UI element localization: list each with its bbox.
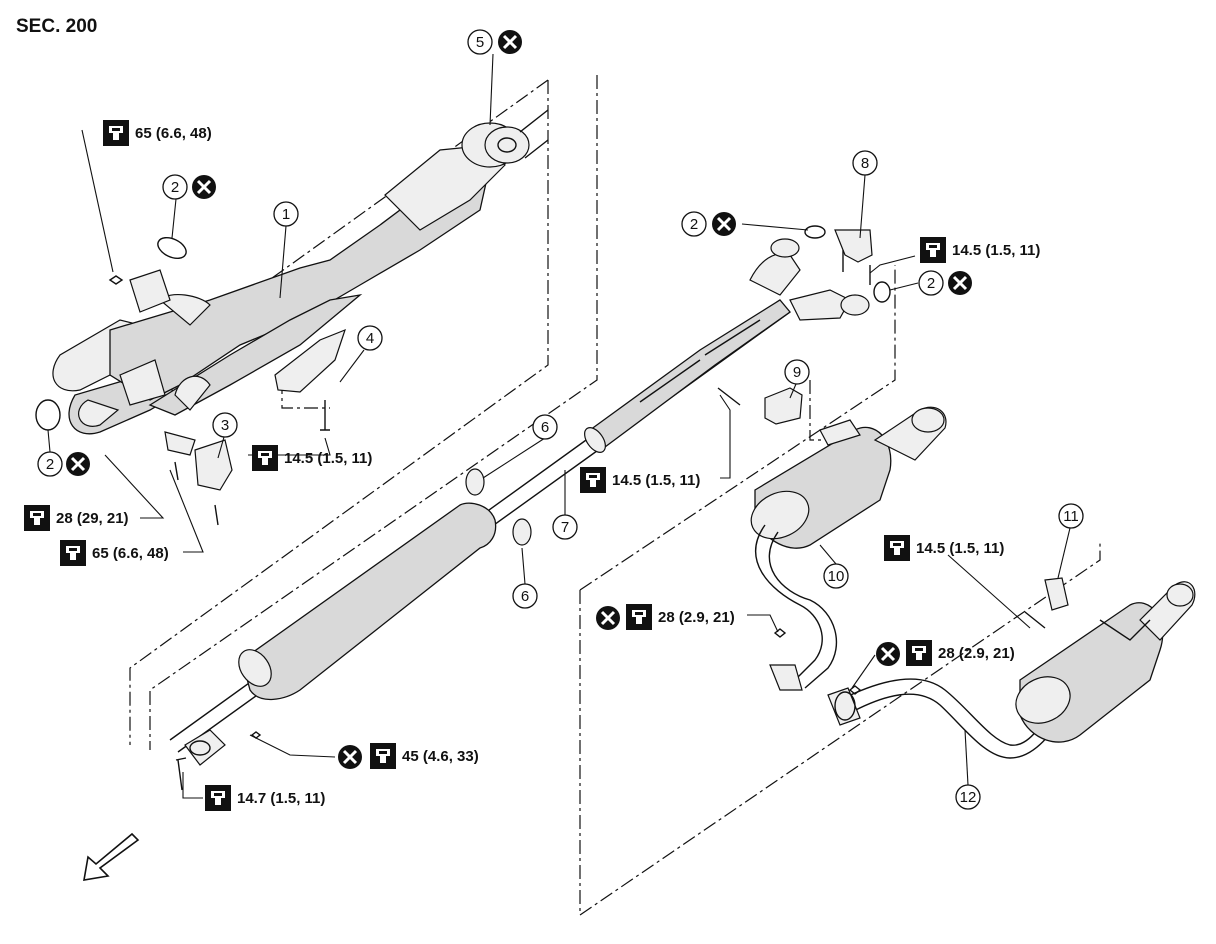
callout-6-upper: 6 <box>532 414 558 440</box>
svg-text:8: 8 <box>861 155 869 172</box>
svg-text:28 (2.9, 21): 28 (2.9, 21) <box>658 609 735 626</box>
torque-spec-28-mid: 28 (2.9, 21) <box>594 604 735 632</box>
svg-text:65 (6.6, 48): 65 (6.6, 48) <box>92 545 169 562</box>
bolt <box>320 400 330 431</box>
bracket-part-4 <box>274 328 346 393</box>
callout-10: 10 <box>823 563 849 589</box>
mount-rubber-part-9 <box>764 387 803 425</box>
callout-2-right-lower: 2 <box>918 270 944 296</box>
svg-text:9: 9 <box>793 364 801 381</box>
svg-text:1: 1 <box>282 206 290 223</box>
callout-4: 4 <box>357 325 383 351</box>
callout-7: 7 <box>552 514 578 540</box>
front-exhaust-tube-with-catalysts <box>52 109 549 435</box>
do-not-reuse-icon <box>336 743 364 771</box>
svg-text:3: 3 <box>221 417 229 434</box>
svg-text:45 (4.6, 33): 45 (4.6, 33) <box>402 748 479 765</box>
mount-rubber-upper <box>465 468 485 496</box>
svg-text:14.7 (1.5, 11): 14.7 (1.5, 11) <box>237 790 325 807</box>
do-not-reuse-icon <box>946 269 974 297</box>
torque-wrench-icon <box>252 445 278 471</box>
do-not-reuse-icon <box>190 173 218 201</box>
torque-spec-14-5-b: 14.5 (1.5, 11) <box>580 467 700 493</box>
mount-rubber-lower <box>512 518 532 546</box>
callout-9: 9 <box>784 359 810 385</box>
svg-text:14.5 (1.5, 11): 14.5 (1.5, 11) <box>284 450 372 467</box>
torque-spec-14-5-d: 14.5 (1.5, 11) <box>884 535 1004 561</box>
torque-wrench-icon <box>580 467 606 493</box>
torque-spec-28-left: 28 (29, 21) <box>24 505 129 531</box>
callout-2-left-upper: 2 <box>162 174 188 200</box>
torque-wrench-icon <box>103 120 129 146</box>
callout-6-lower: 6 <box>512 583 538 609</box>
svg-text:28 (2.9, 21): 28 (2.9, 21) <box>938 645 1015 662</box>
do-not-reuse-icon <box>594 604 622 632</box>
torque-wrench-icon <box>205 785 231 811</box>
svg-text:5: 5 <box>476 34 484 51</box>
torque-wrench-icon <box>906 640 932 666</box>
svg-text:11: 11 <box>1063 508 1079 525</box>
gasket-right-lower <box>873 281 891 303</box>
bracket-part-8 <box>834 229 873 263</box>
gasket-left-lower <box>35 399 61 431</box>
callout-11: 11 <box>1058 503 1084 529</box>
svg-text:6: 6 <box>541 419 549 436</box>
callout-8: 8 <box>852 150 878 176</box>
main-muffler-rh <box>827 577 1196 759</box>
main-muffler-lh <box>750 406 947 691</box>
torque-wrench-icon <box>884 535 910 561</box>
gasket-left-upper <box>157 236 187 260</box>
svg-text:2: 2 <box>690 216 698 233</box>
callout-3: 3 <box>212 412 238 438</box>
svg-text:4: 4 <box>366 330 374 347</box>
svg-text:28 (29, 21): 28 (29, 21) <box>56 510 129 527</box>
do-not-reuse-icon <box>64 450 92 478</box>
callout-12: 12 <box>955 784 981 810</box>
do-not-reuse-icon <box>710 210 738 238</box>
torque-wrench-icon <box>60 540 86 566</box>
torque-spec-45: 45 (4.6, 33) <box>336 743 479 771</box>
svg-text:65 (6.6, 48): 65 (6.6, 48) <box>135 125 212 142</box>
mount-part-3 <box>194 439 233 491</box>
svg-text:2: 2 <box>927 275 935 292</box>
torque-spec-65-bottom: 65 (6.6, 48) <box>60 540 169 566</box>
svg-text:14.5 (1.5, 11): 14.5 (1.5, 11) <box>612 472 700 489</box>
torque-spec-65-top: 65 (6.6, 48) <box>103 120 212 146</box>
torque-spec-14-5-c: 14.5 (1.5, 11) <box>920 237 1040 263</box>
svg-text:7: 7 <box>561 519 569 536</box>
do-not-reuse-icon <box>496 28 524 56</box>
svg-text:14.5 (1.5, 11): 14.5 (1.5, 11) <box>952 242 1040 259</box>
front-direction-arrow-icon <box>83 832 140 881</box>
callout-2-left-lower: 2 <box>37 451 63 477</box>
callout-5: 5 <box>467 29 493 55</box>
gasket-right-upper <box>804 225 826 239</box>
callout-1: 1 <box>273 201 299 227</box>
torque-wrench-icon <box>24 505 50 531</box>
svg-text:10: 10 <box>828 568 845 585</box>
section-title: SEC. 200 <box>16 16 97 37</box>
svg-text:6: 6 <box>521 588 529 605</box>
torque-spec-28-right: 28 (2.9, 21) <box>874 640 1015 668</box>
torque-spec-14-5-a: 14.5 (1.5, 11) <box>252 445 372 471</box>
center-muffler-pipe <box>169 238 870 766</box>
callout-2-right-upper: 2 <box>681 211 707 237</box>
assembly-boundary-lines <box>129 75 1101 916</box>
torque-wrench-icon <box>626 604 652 630</box>
svg-text:14.5 (1.5, 11): 14.5 (1.5, 11) <box>916 540 1004 557</box>
torque-spec-14-7: 14.7 (1.5, 11) <box>205 785 325 811</box>
svg-text:12: 12 <box>960 789 977 806</box>
svg-text:2: 2 <box>46 456 54 473</box>
do-not-reuse-icon <box>874 640 902 668</box>
svg-text:2: 2 <box>171 179 179 196</box>
torque-wrench-icon <box>920 237 946 263</box>
torque-wrench-icon <box>370 743 396 769</box>
